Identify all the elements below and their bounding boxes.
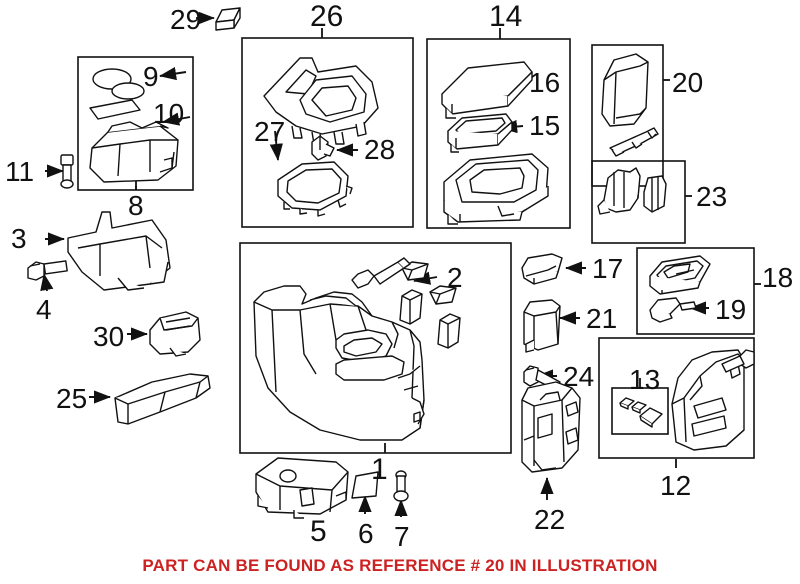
callout-26[interactable]: 26 <box>310 0 344 33</box>
callout-9[interactable]: 9 <box>143 61 159 92</box>
callout-20[interactable]: 20 <box>672 67 704 98</box>
part-30-console-end-bracket <box>149 311 201 357</box>
part-23-console-side-trim-set <box>597 167 667 215</box>
callout-12[interactable]: 12 <box>660 470 692 501</box>
callout-13[interactable]: 13 <box>629 364 661 395</box>
callout-2[interactable]: 2 <box>447 262 463 293</box>
part-19-rear-vent-trim-strip <box>649 297 697 323</box>
part-18-rear-vent-bezel-assembly <box>649 255 711 295</box>
arrow-10 <box>162 112 191 126</box>
part-17-console-side-cap <box>521 253 563 285</box>
part-10-cup-holder-mat-strip <box>89 99 141 120</box>
part-26-shift-bezel-assembly <box>263 57 379 145</box>
callout-22[interactable]: 22 <box>534 504 566 535</box>
leader-line-layer <box>135 11 761 468</box>
callout-8[interactable]: 8 <box>128 190 144 221</box>
callout-5[interactable]: 5 <box>310 515 327 548</box>
callout-14[interactable]: 14 <box>489 0 523 33</box>
callout-23[interactable]: 23 <box>696 181 728 212</box>
callout-24[interactable]: 24 <box>563 361 595 392</box>
part-15-armrest-tray-insert <box>447 113 513 153</box>
part-27-shift-bezel-gasket <box>277 161 353 217</box>
part-2-console-retainer-clips <box>399 261 461 349</box>
part-7-shoulder-bolt-lower <box>393 470 409 502</box>
callout-3[interactable]: 3 <box>11 223 27 254</box>
callout-16[interactable]: 16 <box>529 67 561 98</box>
part-11-shoulder-bolt-upper <box>60 154 74 189</box>
callout-11[interactable]: 11 <box>5 156 35 187</box>
callout-17[interactable]: 17 <box>592 253 624 284</box>
arrow-9 <box>159 66 187 81</box>
part-9-cup-holder-insert <box>92 68 145 100</box>
callout-1[interactable]: 1 <box>371 453 388 486</box>
group-box-12 <box>598 337 755 459</box>
arrow-2 <box>413 271 438 285</box>
callout-21[interactable]: 21 <box>586 303 618 334</box>
part-20-armrest-cushion-assembly <box>601 53 659 157</box>
group-box-14 <box>426 38 571 229</box>
callout-19[interactable]: 19 <box>715 294 747 325</box>
callout-10[interactable]: 10 <box>153 98 185 129</box>
callout-29[interactable]: 29 <box>170 4 202 35</box>
part-22-console-support-frame <box>521 381 581 473</box>
part-6-storage-bin-mat <box>351 471 379 499</box>
callout-4[interactable]: 4 <box>36 294 52 325</box>
arrow-27 <box>269 130 283 161</box>
arrow-4 <box>40 273 54 292</box>
part-bolt-console-upper <box>351 257 411 289</box>
part-3-console-mounting-bracket <box>67 211 171 291</box>
part-28-shift-bezel-clip <box>311 135 335 161</box>
part-5-storage-bin-tray <box>255 457 349 519</box>
callout-27[interactable]: 27 <box>254 116 286 147</box>
part-25-console-upper-trim-molding <box>114 373 211 425</box>
group-box-18 <box>636 247 755 335</box>
callout-28[interactable]: 28 <box>364 134 396 165</box>
callout-30[interactable]: 30 <box>93 321 125 352</box>
callout-15[interactable]: 15 <box>529 110 561 141</box>
reference-warning-banner: PART CAN BE FOUND AS REFERENCE # 20 IN I… <box>142 556 658 575</box>
callout-7[interactable]: 7 <box>394 521 410 552</box>
group-box-26 <box>241 37 414 228</box>
part-16-armrest-lid-panel <box>441 61 533 119</box>
part-21-console-rear-panel <box>523 299 561 353</box>
group-box-23 <box>591 160 686 244</box>
callout-25[interactable]: 25 <box>56 383 88 414</box>
part-8-cup-holder-assembly <box>89 121 179 183</box>
part-1-center-console-body <box>253 285 425 441</box>
group-box-1 <box>239 242 512 454</box>
part-13-rear-trim-hardware-kit <box>619 397 663 428</box>
callout-18[interactable]: 18 <box>762 262 794 293</box>
part-artwork-layer <box>27 7 755 519</box>
part-4-flange-bolt <box>27 260 68 281</box>
part-14-armrest-storage-assembly <box>443 153 549 225</box>
part-29-console-plug-cap <box>215 7 241 31</box>
part-bolt-rear-trim <box>721 349 755 373</box>
callout-6[interactable]: 6 <box>358 518 374 549</box>
